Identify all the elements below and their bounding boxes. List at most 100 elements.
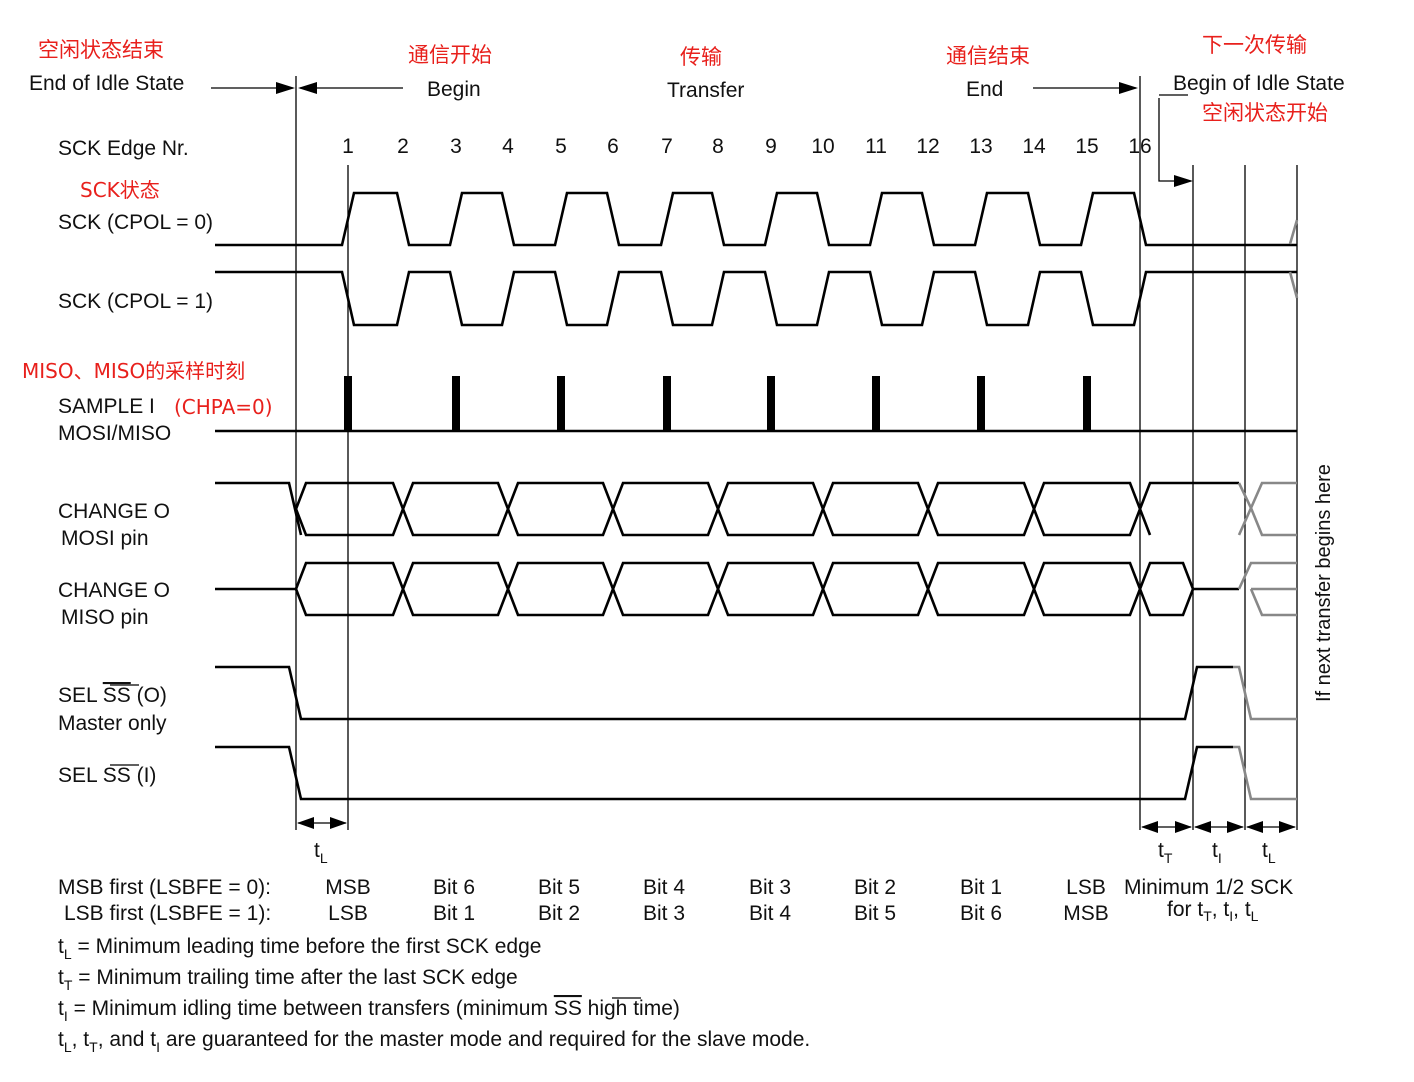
label-sel-ss-o: SEL SS (O) (58, 684, 167, 707)
phase-begin: Begin (427, 78, 481, 101)
label-sck-cpol0: SCK (CPOL = 0) (58, 211, 213, 234)
annotation-transfer: 传输 (680, 45, 722, 69)
label-sck-cpol1: SCK (CPOL = 1) (58, 290, 213, 313)
note-ti: tI = Minimum idling time between transfe… (58, 997, 680, 1024)
data-bit-eye (611, 481, 720, 537)
edge-number: 7 (661, 135, 673, 158)
edge-number: 12 (916, 135, 939, 158)
bit-cell-msb: Bit 5 (538, 876, 580, 899)
bit-table-min-2: for tT, tI, tL (1167, 898, 1259, 924)
sample-pulse (344, 376, 352, 431)
bit-table-lsb-label: LSB first (LSBFE = 1): (64, 902, 271, 925)
bit-cell-lsb: Bit 2 (538, 902, 580, 925)
timing-label-tL: tL (314, 839, 328, 866)
bit-cell-lsb: LSB (328, 902, 368, 925)
bit-cell-lsb: Bit 5 (854, 902, 896, 925)
timing-label-tL2: tL (1262, 839, 1276, 866)
sample-pulse (452, 376, 460, 431)
sample-pulses (344, 376, 1091, 431)
waveform-mosi (215, 481, 1239, 537)
edge-number: 5 (555, 135, 567, 158)
annotation-begin: 通信开始 (408, 43, 492, 67)
bit-cell-msb: Bit 4 (643, 876, 685, 899)
data-bit-eye (1032, 561, 1142, 617)
edge-row-label: SCK Edge Nr. (58, 137, 189, 160)
label-change-mosi-1: CHANGE O (58, 500, 170, 523)
waveform-sel-ss-i (215, 745, 1233, 801)
data-bit-eye (716, 561, 825, 617)
waveform-miso (215, 561, 1239, 617)
bit-cell-lsb: Bit 4 (749, 902, 791, 925)
label-sel-master-only: Master only (58, 712, 167, 735)
data-bit-eye (1138, 561, 1195, 617)
mosi-tail (1138, 481, 1239, 536)
sample-pulse (977, 376, 985, 431)
data-bit-eye (401, 481, 510, 537)
bit-cell-msb: MSB (325, 876, 371, 899)
data-bit-eye (821, 481, 930, 537)
sample-pulse (1083, 376, 1091, 431)
annotation-sck-state: SCK状态 (80, 178, 160, 202)
bit-cell-msb: Bit 3 (749, 876, 791, 899)
phase-arrows (211, 82, 1193, 187)
ghost-next-transfer (1233, 219, 1299, 801)
note-tt: tT = Minimum trailing time after the las… (58, 966, 518, 993)
data-bit-eye (506, 561, 615, 617)
bit-cell-msb: Bit 2 (854, 876, 896, 899)
label-change-miso-2: MISO pin (61, 606, 149, 629)
sample-pulse (557, 376, 565, 431)
timing-arrows (297, 817, 1296, 833)
bit-table-msb-row: MSB Bit 6 Bit 5 Bit 4 Bit 3 Bit 2 Bit 1 LSB (325, 876, 1106, 899)
edge-number: 9 (765, 135, 777, 158)
sample-pulse (767, 376, 775, 431)
annotation-idle-begin: 空闲状态开始 (1202, 101, 1328, 125)
edge-number: 4 (502, 135, 514, 158)
bit-table-min-1: Minimum 1/2 SCK (1124, 876, 1293, 899)
bit-cell-msb: Bit 1 (960, 876, 1002, 899)
edge-number: 1 (342, 135, 354, 158)
phase-idle-begin: Begin of Idle State (1173, 72, 1345, 95)
annotation-idle-end: 空闲状态结束 (38, 38, 164, 62)
data-bit-eye (821, 561, 930, 617)
label-sel-ss-i: SEL SS (I) (58, 764, 156, 787)
annotation-next: 下一次传输 (1202, 33, 1307, 57)
annotation-end: 通信结束 (946, 44, 1030, 68)
label-sample-2: MOSI/MISO (58, 422, 171, 445)
data-bit-eye (926, 481, 1036, 537)
data-bit-eye (294, 561, 405, 617)
edge-number: 3 (450, 135, 462, 158)
note-guarantee: tL, tT, and tI are guaranteed for the ma… (58, 1028, 810, 1055)
edge-number: 13 (969, 135, 992, 158)
data-bit-eye (401, 561, 510, 617)
label-change-mosi-2: MOSI pin (61, 527, 149, 550)
bit-cell-msb: Bit 6 (433, 876, 475, 899)
waveform-sck-cpol0 (215, 191, 1297, 247)
data-bit-eye (926, 561, 1036, 617)
sample-pulse (872, 376, 880, 431)
edge-number: 14 (1022, 135, 1046, 158)
annotation-sample: MISO、MISO的采样时刻 (22, 359, 245, 383)
waveform-sel-ss-o (215, 665, 1233, 721)
label-sample-1: SAMPLE I (58, 395, 155, 418)
edge-number: 2 (397, 135, 409, 158)
edge-number: 15 (1075, 135, 1098, 158)
edge-number: 6 (607, 135, 619, 158)
bit-cell-lsb: Bit 3 (643, 902, 685, 925)
side-note-next-transfer: If next transfer begins here (1313, 464, 1335, 702)
label-change-miso-1: CHANGE O (58, 579, 170, 602)
data-bit-eye (611, 561, 720, 617)
data-bit-eye (294, 481, 405, 537)
annotation-chpa: (CHPA=0) (174, 395, 273, 419)
phase-end: End (966, 78, 1003, 101)
bit-cell-msb: LSB (1066, 876, 1106, 899)
edge-number: 10 (811, 135, 834, 158)
bit-cell-lsb: Bit 6 (960, 902, 1002, 925)
mosi-lead (215, 481, 303, 536)
data-bit-eye (1032, 481, 1142, 537)
note-tl: tL = Minimum leading time before the fir… (58, 935, 541, 962)
data-bit-eye (506, 481, 615, 537)
edge-number: 11 (865, 135, 887, 158)
